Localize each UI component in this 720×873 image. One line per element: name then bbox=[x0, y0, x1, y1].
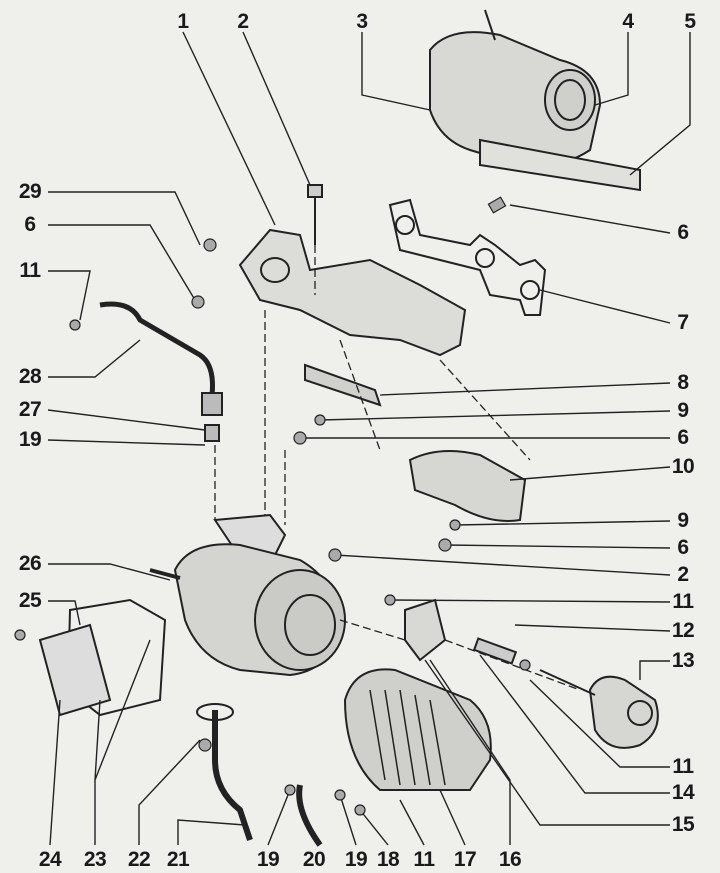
callout-right-7: 6 bbox=[677, 536, 689, 559]
callout-bottom-2: 22 bbox=[127, 848, 151, 871]
callout-left-2: 11 bbox=[19, 259, 41, 282]
callout-top-3: 4 bbox=[622, 10, 634, 33]
bracket-part bbox=[304, 363, 382, 407]
callout-right-10: 12 bbox=[671, 619, 695, 642]
callout-left-0: 29 bbox=[18, 180, 42, 203]
callout-bottom-5: 20 bbox=[302, 848, 326, 871]
callout-bottom-7: 18 bbox=[376, 848, 400, 871]
oil-return-pipe-part bbox=[212, 710, 253, 841]
callout-right-12: 11 bbox=[672, 755, 694, 778]
callout-left-1: 6 bbox=[24, 213, 36, 236]
manifold-gasket-part bbox=[388, 198, 547, 316]
callout-bottom-3: 21 bbox=[166, 848, 190, 871]
callout-top-4: 5 bbox=[684, 10, 696, 33]
callout-left-4: 27 bbox=[18, 398, 42, 421]
callout-bottom-4: 19 bbox=[256, 848, 280, 871]
callout-bottom-10: 16 bbox=[498, 848, 522, 871]
callout-right-9: 11 bbox=[672, 590, 694, 613]
heat-shield-part bbox=[408, 450, 527, 522]
callout-right-5: 10 bbox=[671, 455, 695, 478]
callout-top-2: 3 bbox=[356, 10, 368, 33]
callout-left-6: 26 bbox=[18, 552, 42, 575]
callout-right-6: 9 bbox=[677, 509, 689, 532]
callout-left-5: 19 bbox=[18, 428, 42, 451]
intake-manifold-part bbox=[429, 9, 641, 192]
actuator-bracket-part bbox=[404, 598, 447, 662]
callout-bottom-6: 19 bbox=[344, 848, 368, 871]
callout-right-13: 14 bbox=[671, 781, 695, 804]
wastegate-actuator-part bbox=[472, 637, 659, 749]
callout-right-3: 9 bbox=[677, 399, 689, 422]
callout-bottom-8: 11 bbox=[413, 848, 435, 871]
oil-supply-pipe-part bbox=[99, 301, 215, 396]
turbo-flange-part bbox=[38, 623, 112, 717]
callout-top-0: 1 bbox=[177, 10, 189, 33]
hose-part bbox=[296, 784, 323, 847]
callout-right-0: 6 bbox=[677, 221, 689, 244]
callout-bottom-0: 24 bbox=[38, 848, 62, 871]
callout-top-1: 2 bbox=[237, 10, 249, 33]
callout-right-1: 7 bbox=[677, 311, 689, 334]
callout-right-4: 6 bbox=[677, 426, 689, 449]
intake-hose-part bbox=[343, 668, 492, 791]
callout-right-11: 13 bbox=[671, 649, 695, 672]
callout-right-14: 15 bbox=[671, 813, 695, 836]
callout-left-3: 28 bbox=[18, 365, 42, 388]
callout-right-8: 2 bbox=[677, 563, 689, 586]
turbocharger-part bbox=[149, 513, 346, 677]
callout-left-7: 25 bbox=[18, 589, 42, 612]
callout-bottom-1: 23 bbox=[83, 848, 107, 871]
callout-bottom-9: 17 bbox=[453, 848, 477, 871]
callout-right-2: 8 bbox=[677, 371, 689, 394]
exhaust-manifold-part bbox=[238, 184, 467, 357]
